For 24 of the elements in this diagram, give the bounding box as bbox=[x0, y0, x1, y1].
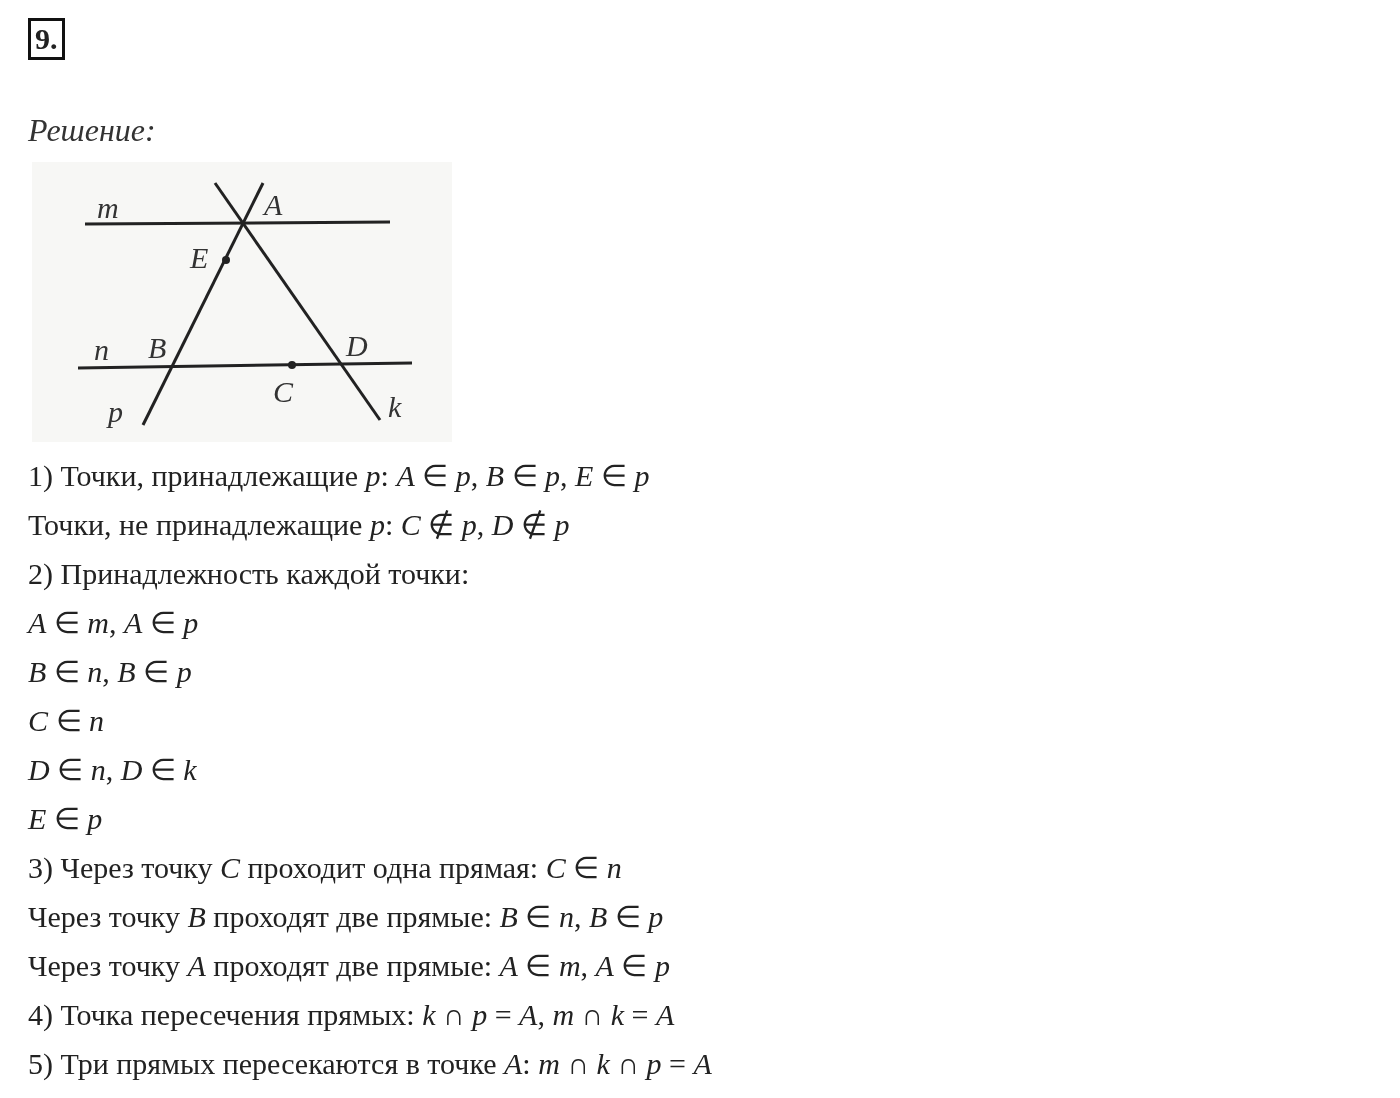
solution-line: E ∈ p bbox=[28, 801, 103, 837]
solution-line: Через точку A проходят две прямые: A ∈ m, A ∈ p bbox=[28, 948, 670, 984]
line-label: p bbox=[108, 397, 123, 427]
point-label: A bbox=[264, 190, 283, 220]
solution-line: 4) Точка пересечения прямых: k ∩ p = A, m ∩ k = A bbox=[28, 997, 675, 1033]
solution-line: A ∈ m, A ∈ p bbox=[28, 605, 199, 641]
solution-line: C ∈ n bbox=[28, 703, 104, 739]
solution-line: 5) Три прямых пересекаются в точке A: m ∩ k ∩ p = A bbox=[28, 1046, 712, 1082]
solution-line: Точки, не принадлежащие p: C ∉ p, D ∉ p bbox=[28, 507, 570, 543]
point-label: B bbox=[148, 333, 167, 363]
point-label: D bbox=[346, 331, 368, 361]
line-label: m bbox=[97, 193, 119, 223]
point-label: C bbox=[273, 377, 293, 407]
solution-line: 3) Через точку C проходит одна прямая: C ∈ n bbox=[28, 850, 622, 886]
line-label: k bbox=[388, 392, 402, 422]
point-label: E bbox=[190, 243, 209, 273]
heading-text: Решение: bbox=[28, 115, 156, 145]
solution-line: D ∈ n, D ∈ k bbox=[28, 752, 197, 788]
solution-line: Через точку B проходят две прямые: B ∈ n, B ∈ p bbox=[28, 899, 664, 935]
solution-line: B ∈ n, B ∈ p bbox=[28, 654, 192, 690]
line-label: n bbox=[94, 335, 109, 365]
problem-number: 9. bbox=[28, 18, 65, 60]
solution-line: 1) Точки, принадлежащие p: A ∈ p, B ∈ p, E ∈ p bbox=[28, 458, 650, 494]
solution-line: 2) Принадлежность каждой точки: bbox=[28, 556, 470, 592]
